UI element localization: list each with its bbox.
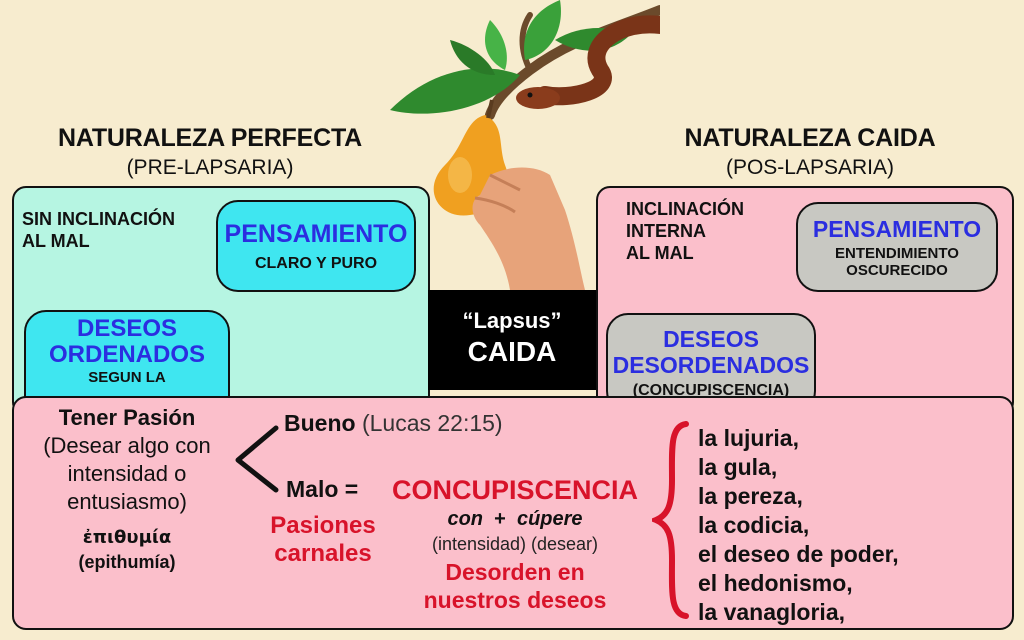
right-thought-title: PENSAMIENTO [812, 215, 982, 242]
passion-title: Tener Pasión [58, 405, 196, 430]
left-thought-sub: CLARO Y PURO [254, 254, 378, 272]
right-thought-sub2: OSCURECIDO [846, 261, 948, 279]
right-desires-sub: (CONCUPISCENCIA) [632, 382, 790, 399]
curly-brace-icon [652, 421, 689, 619]
vices-list: la lujuria, la gula, la pereza, la codic… [698, 424, 899, 627]
good-reference: (Lucas 22:15) [361, 410, 503, 436]
passion-def2: intensidad o [67, 461, 187, 486]
good-line: Bueno (Lucas 22:15) [284, 410, 503, 437]
left-title: NATURALEZA PERFECTA [57, 124, 363, 152]
list-item: la lujuria, [698, 425, 799, 451]
list-item: el deseo de poder, [698, 541, 899, 567]
disorder-line2: nuestros deseos [423, 587, 607, 613]
list-item: la pereza, [698, 483, 803, 509]
bad-label: Malo = [286, 476, 359, 502]
right-thought-pill: PENSAMIENTO ENTENDIMIENTO OSCURECIDO [796, 202, 998, 292]
snake-icon [516, 15, 660, 109]
passion-def1: (Desear algo con [43, 433, 211, 458]
left-thought-pill: PENSAMIENTO CLARO Y PURO [216, 200, 416, 292]
right-desires-pill: DESEOS DESORDENADOS (CONCUPISCENCIA) [606, 313, 816, 413]
hand-icon [472, 167, 585, 290]
left-desires-line2: ORDENADOS [48, 341, 205, 368]
concupiscence-block: CONCUPISCENCIA con + cúpere (intensidad)… [384, 474, 646, 614]
list-item: el hedonismo, [698, 570, 853, 596]
left-desires-line1: DESEOS [76, 315, 178, 342]
right-desires-line1: DESEOS [663, 326, 759, 352]
no-inclination-text: SIN INCLINACIÓN AL MAL [22, 209, 175, 251]
concupiscence-word: CONCUPISCENCIA [391, 475, 639, 505]
greek-word: ἐπιθυμία [82, 527, 172, 548]
good-label: Bueno [284, 410, 356, 436]
carnal-passions: Pasiones carnales [270, 512, 376, 567]
list-item: la vanagloria, [698, 599, 846, 625]
forbidden-fruit-illustration [390, 0, 660, 290]
right-subtitle: (POS-LAPSARIA) [725, 156, 895, 179]
greek-translit: (epithumía) [78, 552, 176, 572]
branch-connector [235, 425, 279, 493]
right-desires-line2: DESORDENADOS [612, 352, 810, 378]
etymology-gloss: (intensidad) (desear) [431, 534, 599, 554]
lapsus-label: “Lapsus” [462, 308, 562, 333]
left-desires-sub: SEGUN LA [88, 369, 166, 386]
list-item: la gula, [698, 454, 778, 480]
caida-label: CAIDA [467, 336, 557, 367]
list-item: la codicia, [698, 512, 810, 538]
internal-inclination-text: INCLINACIÓN INTERNA AL MAL [626, 199, 744, 263]
lapsus-caida-box: “Lapsus” CAIDA [428, 290, 596, 390]
left-subtitle: (PRE-LAPSARIA) [126, 156, 294, 179]
left-thought-title: PENSAMIENTO [224, 219, 408, 248]
etymology-line: con + cúpere [447, 508, 583, 530]
passion-def3: entusiasmo) [67, 489, 187, 514]
right-thought-sub1: ENTENDIMIENTO [835, 244, 959, 262]
right-title: NATURALEZA CAIDA [684, 124, 936, 152]
passion-definition: Tener Pasión (Desear algo con intensidad… [18, 404, 236, 574]
disorder-line1: Desorden en [445, 559, 585, 585]
passion-panel [12, 396, 1014, 630]
